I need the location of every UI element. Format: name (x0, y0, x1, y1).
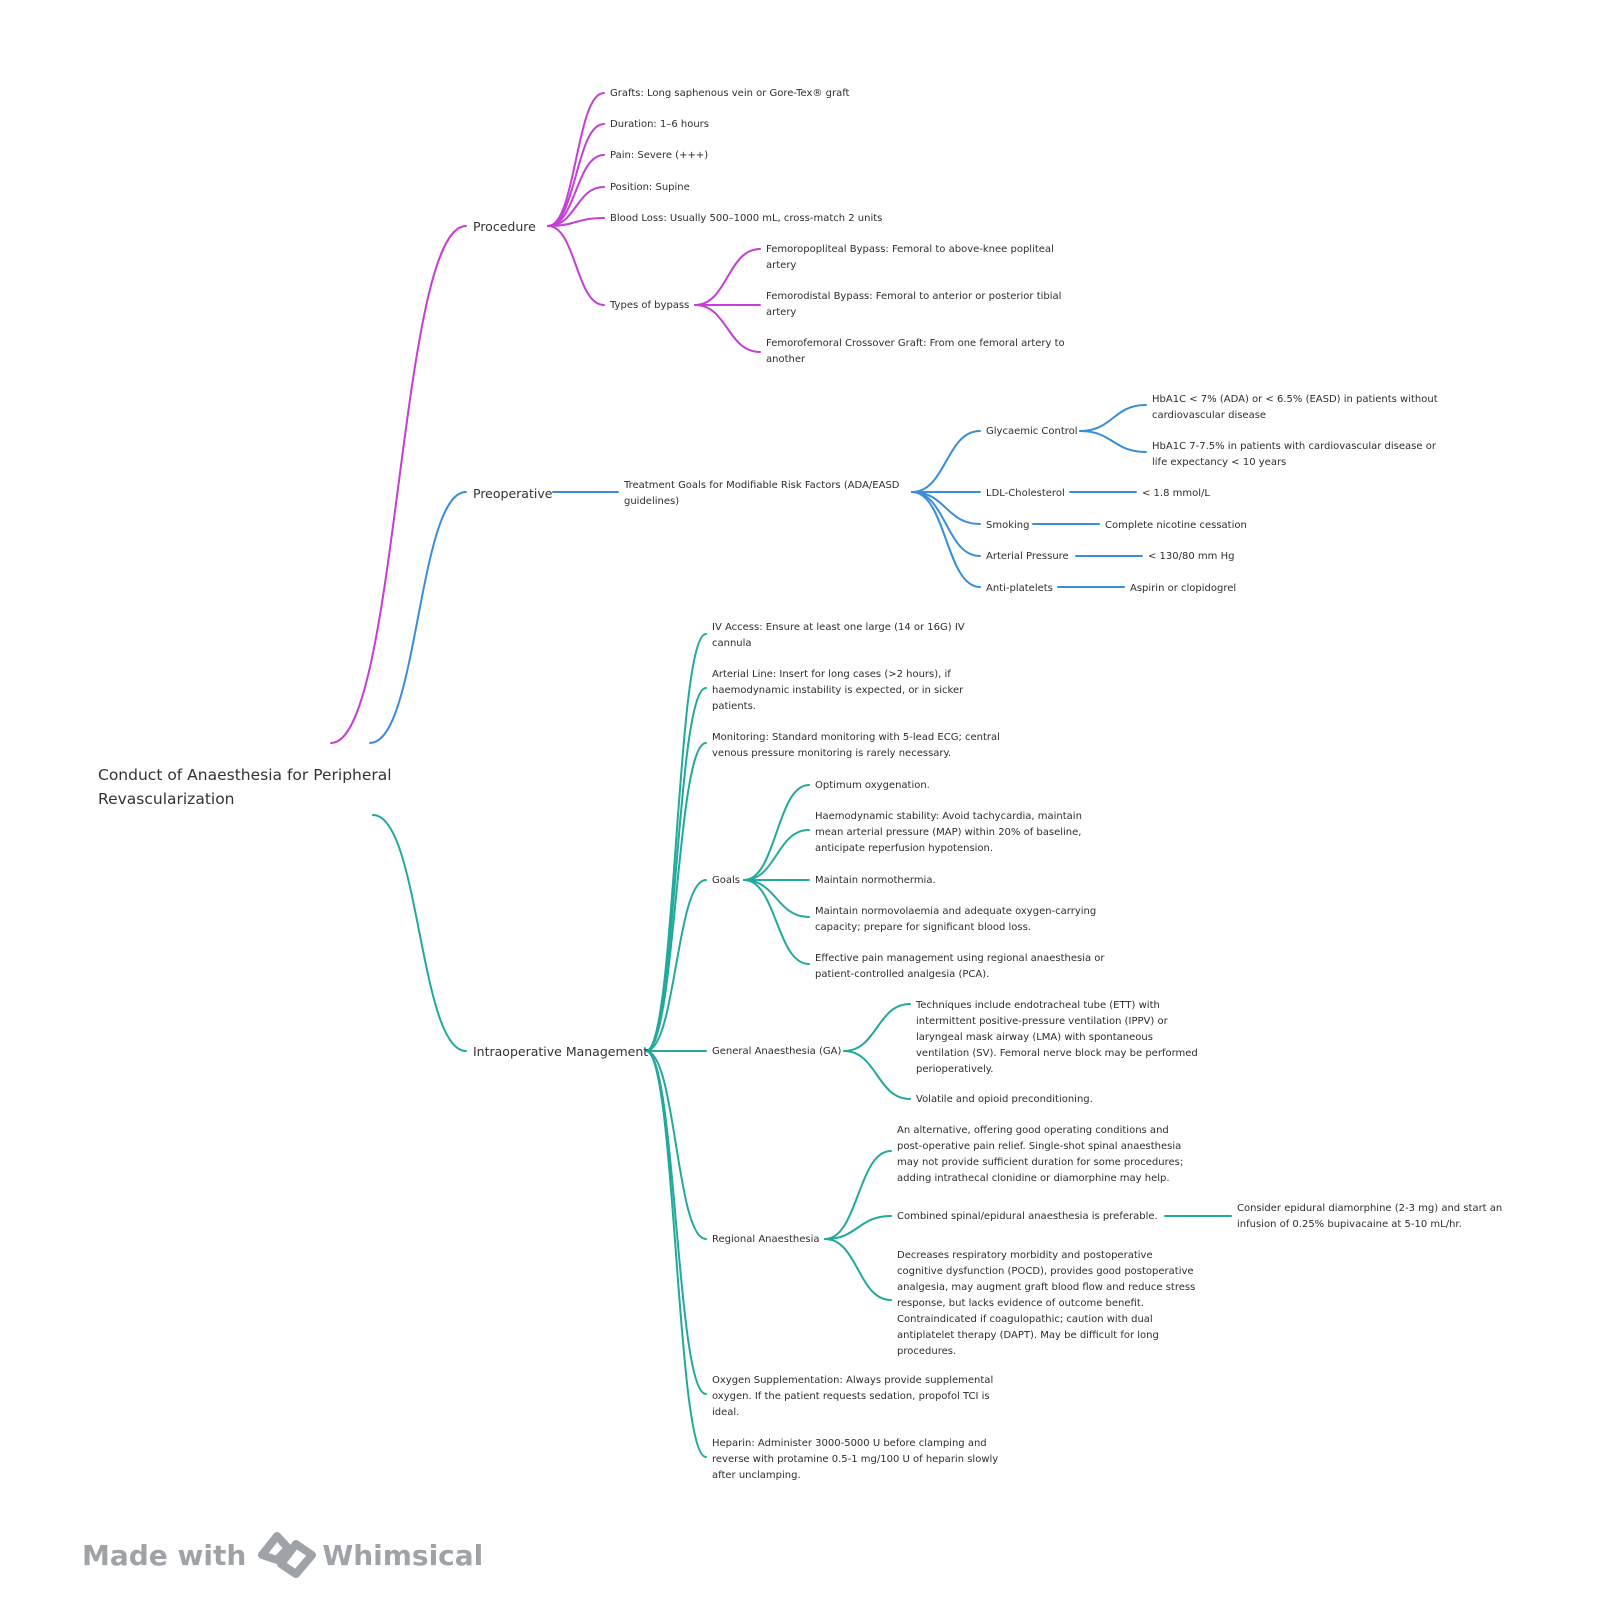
goal-normothermia[interactable]: Maintain normothermia. (815, 875, 936, 886)
goals-node[interactable]: Goals (712, 875, 740, 886)
regional-alternative[interactable]: An alternative, offering good operating … (897, 1125, 1184, 1184)
ldl-cholesterol-value[interactable]: < 1.8 mmol/L (1142, 488, 1210, 499)
edge-root-procedure (330, 225, 467, 744)
edge-root-intraoperative (372, 814, 467, 1052)
goal-haemodynamic[interactable]: Haemodynamic stability: Avoid tachycardi… (815, 811, 1082, 854)
arterial-line-node[interactable]: Arterial Line: Insert for long cases (>2… (712, 669, 964, 712)
edge-goals-pain (743, 879, 810, 965)
edge-procedure-types (547, 225, 605, 306)
edge-glycaemic-cvd (1079, 430, 1147, 453)
bypass-femoropopliteal[interactable]: Femoropopliteal Bypass: Femoral to above… (766, 244, 1054, 271)
procedure-duration[interactable]: Duration: 1–6 hours (610, 119, 709, 130)
edge-treatment-glycaemic (911, 430, 981, 493)
edge-goals-oxygenation (743, 784, 810, 881)
edge-regional-alternative (824, 1150, 892, 1240)
heparin-node[interactable]: Heparin: Administer 3000-5000 U before c… (712, 1438, 999, 1481)
edge-root-preoperative (369, 491, 467, 744)
edge-glycaemic-no-cvd (1079, 404, 1147, 432)
regional-combined[interactable]: Combined spinal/epidural anaesthesia is … (897, 1211, 1158, 1222)
intraoperative-node[interactable]: Intraoperative Management (473, 1044, 649, 1059)
ga-preconditioning[interactable]: Volatile and opioid preconditioning. (916, 1094, 1093, 1105)
regional-benefits[interactable]: Decreases respiratory morbidity and post… (897, 1250, 1196, 1357)
edge-goals-haemodynamic (743, 829, 810, 881)
ldl-cholesterol-node[interactable]: LDL-Cholesterol (986, 488, 1065, 499)
edge-intra-arterial-line (645, 687, 707, 1052)
procedure-blood-loss[interactable]: Blood Loss: Usually 500–1000 mL, cross-m… (610, 213, 883, 224)
bypass-femorodistal[interactable]: Femorodistal Bypass: Femoral to anterior… (766, 291, 1062, 318)
goal-oxygenation[interactable]: Optimum oxygenation. (815, 780, 930, 791)
bypass-femorofemoral[interactable]: Femorofemoral Crossover Graft: From one … (766, 338, 1065, 365)
procedure-node[interactable]: Procedure (473, 219, 536, 234)
made-with-label: Made with (82, 1538, 247, 1572)
edge-procedure-duration (547, 123, 605, 227)
whimsical-brand-label: Whimsical (322, 1538, 484, 1572)
root-node[interactable]: Conduct of Anaesthesia for Peripheral Re… (98, 766, 392, 808)
goal-normovolaemia[interactable]: Maintain normovolaemia and adequate oxyg… (815, 906, 1097, 933)
edge-intra-regional (645, 1050, 707, 1240)
edge-procedure-blood-loss (547, 217, 605, 227)
treatment-goals-node[interactable]: Treatment Goals for Modifiable Risk Fact… (624, 480, 900, 507)
arterial-pressure-node[interactable]: Arterial Pressure (986, 551, 1069, 562)
edge-intra-iv (645, 633, 707, 1052)
monitoring-node[interactable]: Monitoring: Standard monitoring with 5-l… (712, 732, 1000, 759)
oxygen-supplementation-node[interactable]: Oxygen Supplementation: Always provide s… (712, 1375, 994, 1418)
whimsical-logo-icon (258, 1532, 317, 1578)
edge-ga-techniques (843, 1003, 911, 1052)
edge-types-femorofemoral (694, 304, 761, 353)
regional-anaesthesia-node[interactable]: Regional Anaesthesia (712, 1234, 820, 1245)
ga-techniques[interactable]: Techniques include endotracheal tube (ET… (916, 1000, 1198, 1075)
edge-intra-heparin (645, 1050, 707, 1458)
edge-procedure-pain (547, 154, 605, 227)
iv-access-node[interactable]: IV Access: Ensure at least one large (14… (712, 622, 965, 649)
edge-regional-benefits (824, 1238, 892, 1301)
smoking-value[interactable]: Complete nicotine cessation (1105, 520, 1247, 531)
edge-treatment-antiplatelets (911, 491, 981, 588)
goal-pain-management[interactable]: Effective pain management using regional… (815, 953, 1105, 980)
hba1c-no-cvd[interactable]: HbA1C < 7% (ADA) or < 6.5% (EASD) in pat… (1152, 394, 1438, 421)
arterial-pressure-value[interactable]: < 130/80 mm Hg (1148, 551, 1235, 562)
edge-procedure-grafts (547, 92, 605, 227)
general-anaesthesia-node[interactable]: General Anaesthesia (GA) (712, 1046, 842, 1057)
antiplatelets-value[interactable]: Aspirin or clopidogrel (1130, 583, 1237, 594)
preoperative-node[interactable]: Preoperative (473, 486, 553, 501)
glycaemic-control-node[interactable]: Glycaemic Control (986, 426, 1078, 437)
edge-intra-oxygen (645, 1050, 707, 1395)
types-of-bypass-node[interactable]: Types of bypass (610, 300, 690, 311)
smoking-node[interactable]: Smoking (986, 520, 1030, 531)
edge-goals-normovolaemia (743, 879, 810, 918)
edge-intra-goals (645, 879, 707, 1052)
edge-regional-combined (824, 1215, 892, 1240)
procedure-position[interactable]: Position: Supine (610, 182, 690, 193)
made-with-whimsical-badge[interactable]: Made with Whimsical (82, 1530, 483, 1580)
hba1c-cvd[interactable]: HbA1C 7-7.5% in patients with cardiovasc… (1152, 441, 1436, 468)
procedure-grafts[interactable]: Grafts: Long saphenous vein or Gore-Tex®… (610, 88, 850, 99)
procedure-pain[interactable]: Pain: Severe (+++) (610, 150, 709, 161)
edge-intra-monitoring (645, 742, 707, 1052)
regional-combined-detail[interactable]: Consider epidural diamorphine (2-3 mg) a… (1237, 1203, 1503, 1230)
edge-ga-preconditioning (843, 1050, 911, 1100)
edge-types-femoropopliteal (694, 248, 761, 306)
antiplatelets-node[interactable]: Anti-platelets (986, 583, 1053, 594)
